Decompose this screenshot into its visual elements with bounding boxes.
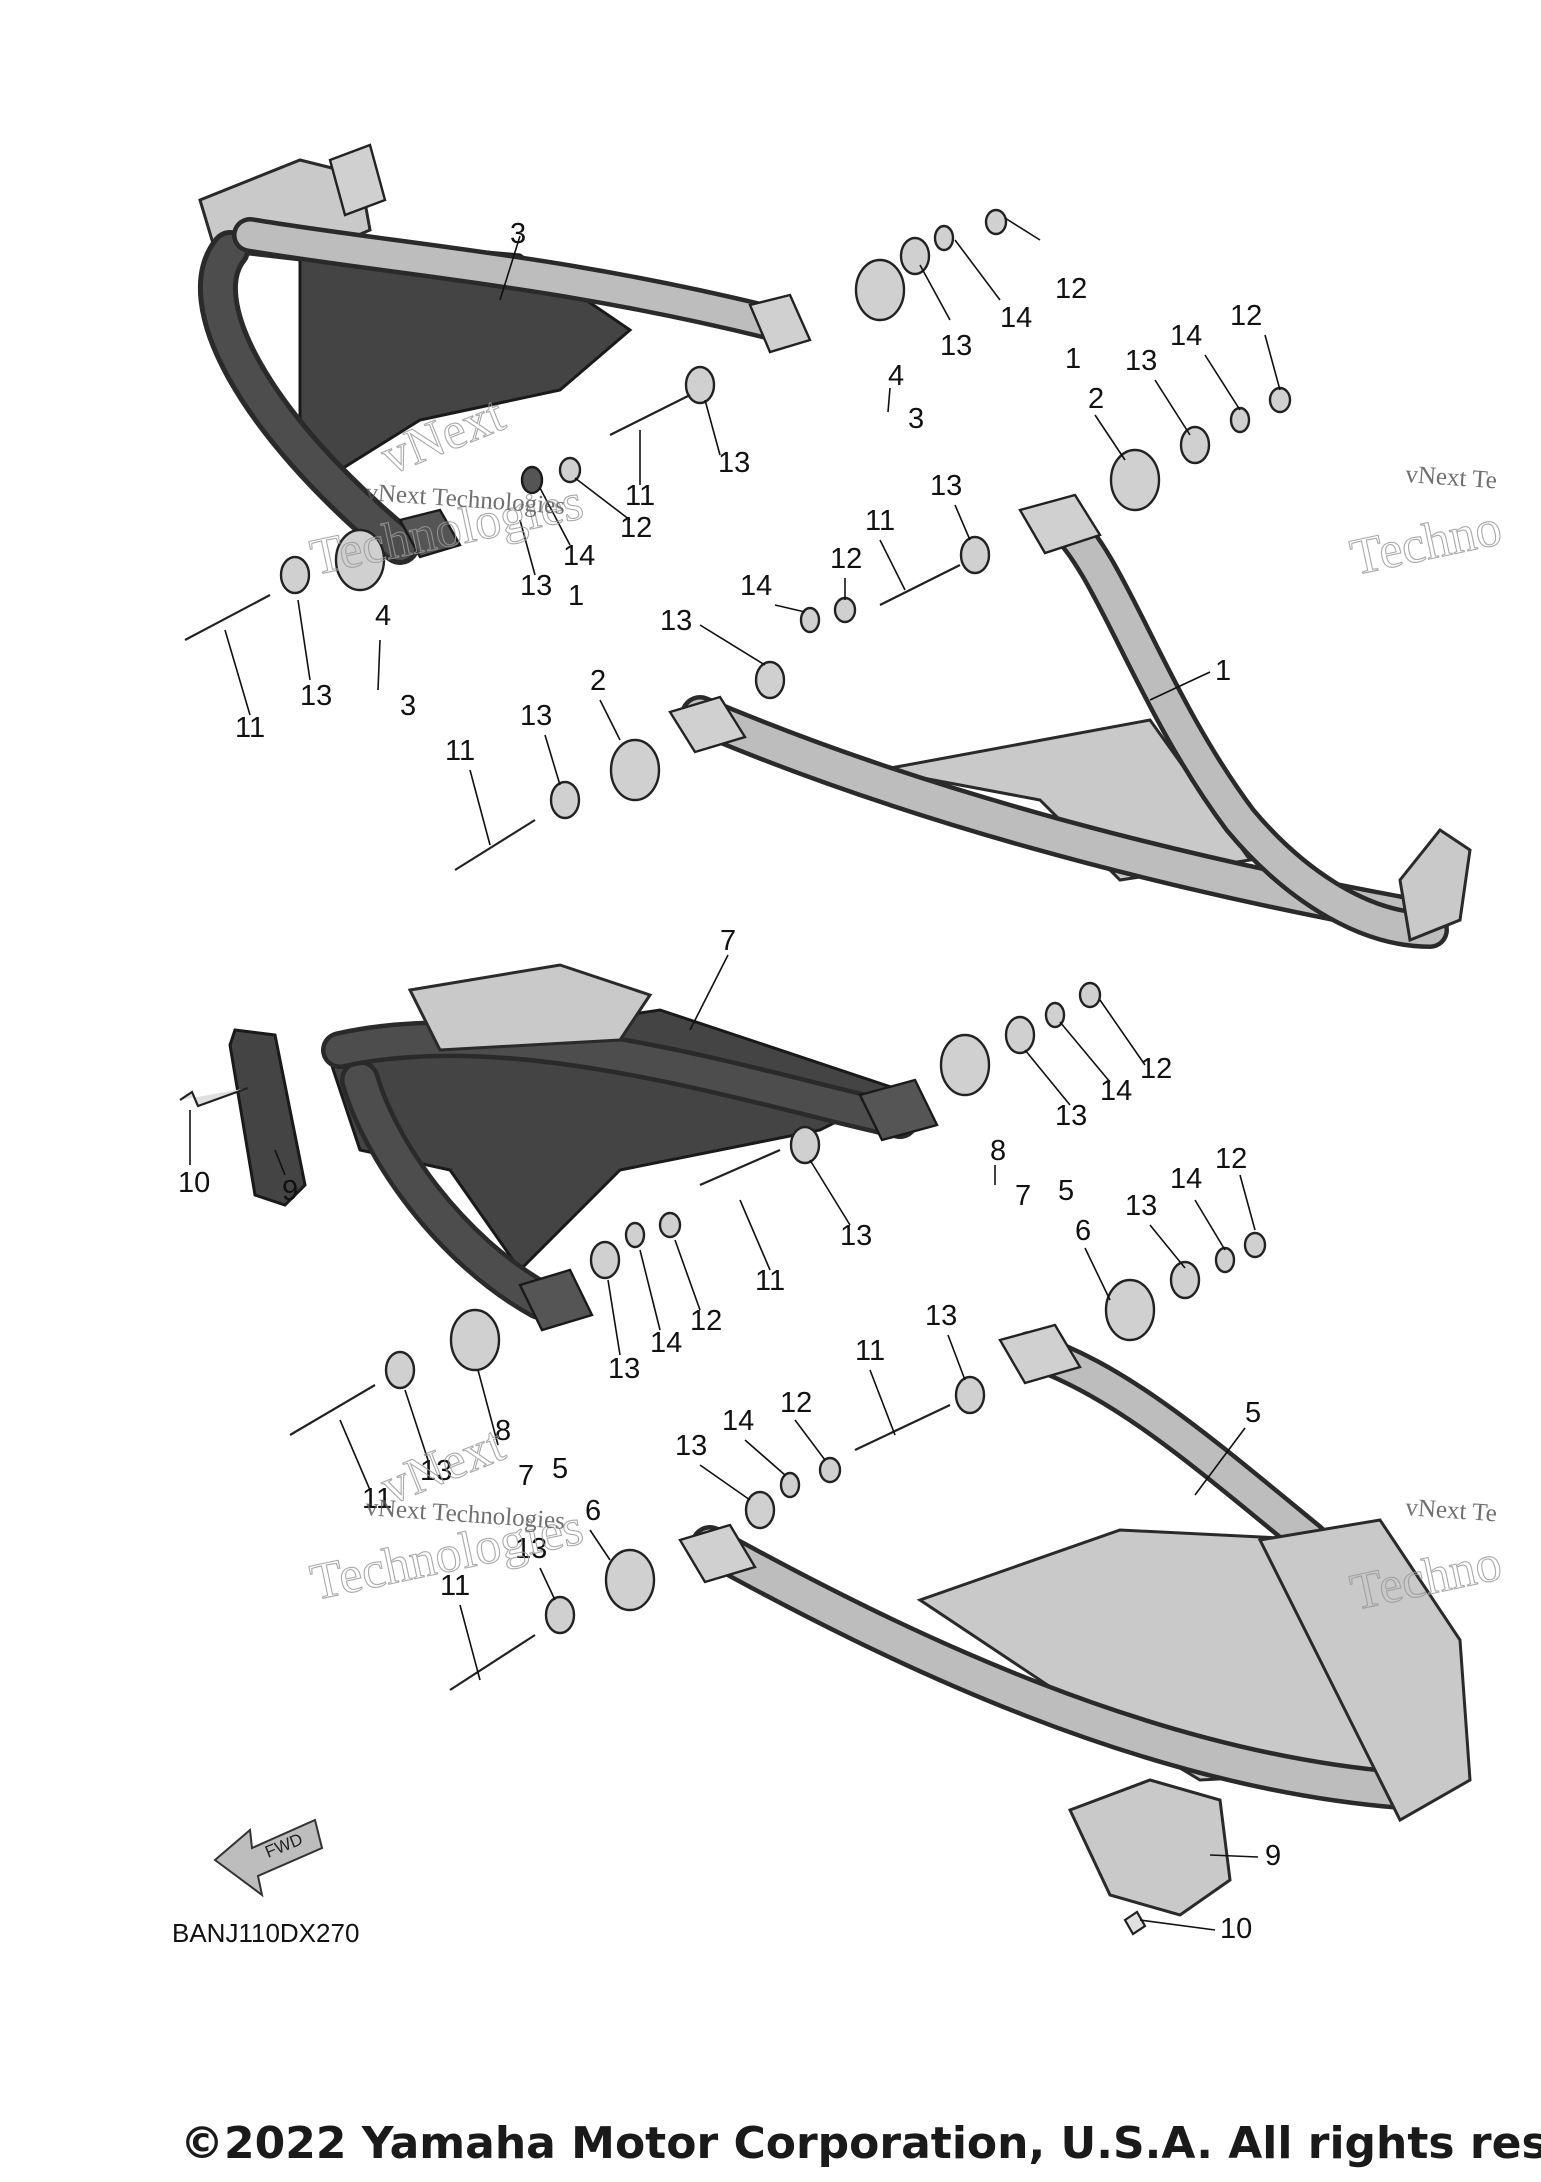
lower-arm-1 [668,493,1472,949]
callout-13-e: 13 [1125,345,1157,377]
svg-text:Techno: Techno [1346,499,1507,586]
lower-arm-5 [678,1323,1472,1823]
callout-3-b: 3 [400,690,416,722]
callout-12-d: 12 [830,543,862,575]
callout-14-e: 14 [1100,1075,1132,1107]
callout-5-b: 5 [552,1453,568,1485]
fwd-arrow-icon: FWD [213,1818,324,1898]
callout-11-b: 11 [235,712,265,744]
callout-7-a: 7 [1015,1180,1031,1212]
callout-2-b: 2 [590,665,606,697]
callout-9-b: 9 [1265,1840,1281,1872]
callout-12-c: 12 [1230,300,1262,332]
callout-13-l: 13 [1125,1190,1157,1222]
callout-14-b: 14 [563,540,595,572]
callout-7-b: 7 [518,1460,534,1492]
callout-13-n: 13 [675,1430,707,1462]
callout-14-d: 14 [740,570,772,602]
callouts: 3 12 14 13 4 3 13 11 12 14 13 13 4 3 11 … [178,217,1281,1945]
callout-13-a: 13 [940,330,972,362]
callout-10-a: 10 [178,1167,210,1199]
callout-11-h: 11 [440,1570,470,1602]
callout-9-a: 9 [282,1175,298,1207]
callout-5-a: 5 [1058,1175,1074,1207]
callout-2-a: 2 [1088,383,1104,415]
callout-11-g: 11 [362,1483,392,1515]
upper-arm-3 [197,143,812,565]
callout-11-e: 11 [755,1265,785,1297]
callout-13-b: 13 [718,447,750,479]
callout-13-p: 13 [515,1533,547,1565]
callout-1-c: 1 [1215,655,1231,687]
callout-10-b: 10 [1220,1913,1252,1945]
callout-13-g: 13 [660,605,692,637]
callout-12-a: 12 [1055,273,1087,305]
callout-4-b: 4 [375,600,391,632]
callout-14-g: 14 [1170,1163,1202,1195]
callout-13-c: 13 [520,570,552,602]
callout-1-a: 1 [1065,343,1081,375]
callout-1-b: 1 [568,580,584,612]
callout-12-e: 12 [1140,1053,1172,1085]
copyright-notice: ©2022 Yamaha Motor Corporation, U.S.A. A… [180,2118,1541,2169]
callout-11-a: 11 [625,480,655,512]
hardware [179,208,1292,1936]
callout-13-o: 13 [420,1455,452,1487]
svg-text:vNext Te: vNext Te [1405,1494,1498,1527]
callout-13-f: 13 [930,470,962,502]
callout-13-m: 13 [925,1300,957,1332]
callout-5-c: 5 [1245,1397,1261,1429]
upper-arm-7 [321,963,939,1332]
callout-4-a: 4 [888,360,904,392]
callout-12-f: 12 [690,1305,722,1337]
callout-3-upper: 3 [510,218,526,250]
callout-14-f: 14 [650,1327,682,1359]
callout-11-f: 11 [855,1335,885,1367]
callout-14-a: 14 [1000,302,1032,334]
guard-plates [228,1028,1232,1917]
callout-6-a: 6 [1075,1215,1091,1247]
callout-7-upper: 7 [720,925,736,957]
diagram-code: BANJ110DX270 [172,1918,359,1948]
callout-8-b: 8 [495,1415,511,1447]
callout-6-b: 6 [585,1495,601,1527]
callout-12-h: 12 [780,1387,812,1419]
callout-11-c: 11 [865,505,895,537]
callout-13-d: 13 [300,680,332,712]
callout-14-c: 14 [1170,320,1202,352]
callout-11-d: 11 [445,735,475,767]
callout-13-i: 13 [1055,1100,1087,1132]
callout-12-g: 12 [1215,1143,1247,1175]
callout-13-h: 13 [520,700,552,732]
svg-text:vNext Te: vNext Te [1405,461,1498,494]
callout-13-j: 13 [840,1220,872,1252]
callout-13-k: 13 [608,1353,640,1385]
callout-14-h: 14 [722,1405,754,1437]
callout-3-a: 3 [908,403,924,435]
callout-8-a: 8 [990,1135,1006,1167]
